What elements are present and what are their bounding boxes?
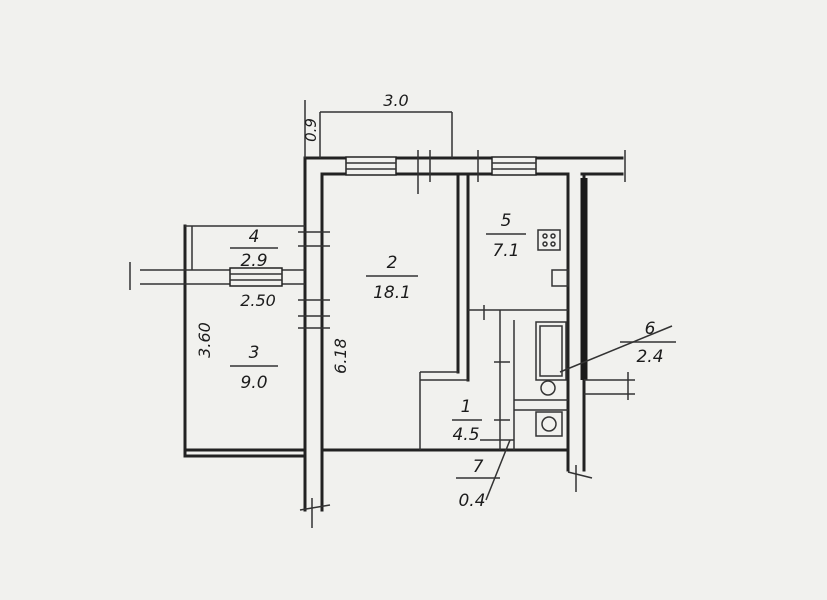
room7-leader <box>485 439 511 501</box>
stove-icon <box>537 229 561 251</box>
sink-icon <box>551 269 569 287</box>
room4-area: 2.9 <box>240 251 267 271</box>
room6-leader <box>559 325 673 373</box>
exterior-walls <box>140 100 635 512</box>
dimension-room3-width: 2.50 <box>240 291 276 310</box>
washbasin-icon <box>540 380 556 396</box>
room6-number: 6 <box>645 319 656 339</box>
room4-number: 4 <box>249 227 260 247</box>
dimension-top-width: 3.0 <box>383 91 408 110</box>
bathtub-icon <box>535 321 567 381</box>
tick-marks <box>129 150 629 528</box>
window-room3 <box>229 267 283 287</box>
room6-area: 2.4 <box>636 347 663 367</box>
dimension-room2-height: 6.18 <box>331 338 350 374</box>
room1-number: 1 <box>461 397 472 417</box>
interior-walls <box>419 172 568 450</box>
room5-area: 7.1 <box>492 241 519 261</box>
windows <box>229 156 537 287</box>
room-labels: 1 4.5 2 18.1 3 9.0 4 2.9 5 7.1 6 2.4 7 0… <box>230 211 664 511</box>
dimension-top-offset: 0.9 <box>302 118 320 142</box>
room7-area: 0.4 <box>458 491 485 511</box>
dimension-room3-height: 3.60 <box>195 322 214 358</box>
fixtures <box>535 229 569 437</box>
room3-number: 3 <box>249 343 260 363</box>
dimension-labels: 3.0 0.9 2.50 3.60 6.18 <box>195 91 409 374</box>
toilet-icon <box>535 411 563 437</box>
room5-number: 5 <box>501 211 512 231</box>
window-room5 <box>491 156 537 176</box>
room3-area: 9.0 <box>240 373 267 393</box>
room2-number: 2 <box>387 253 398 273</box>
window-room2 <box>345 156 397 176</box>
room7-number: 7 <box>473 457 484 477</box>
room2-area: 18.1 <box>373 283 411 303</box>
room1-area: 4.5 <box>452 425 479 445</box>
